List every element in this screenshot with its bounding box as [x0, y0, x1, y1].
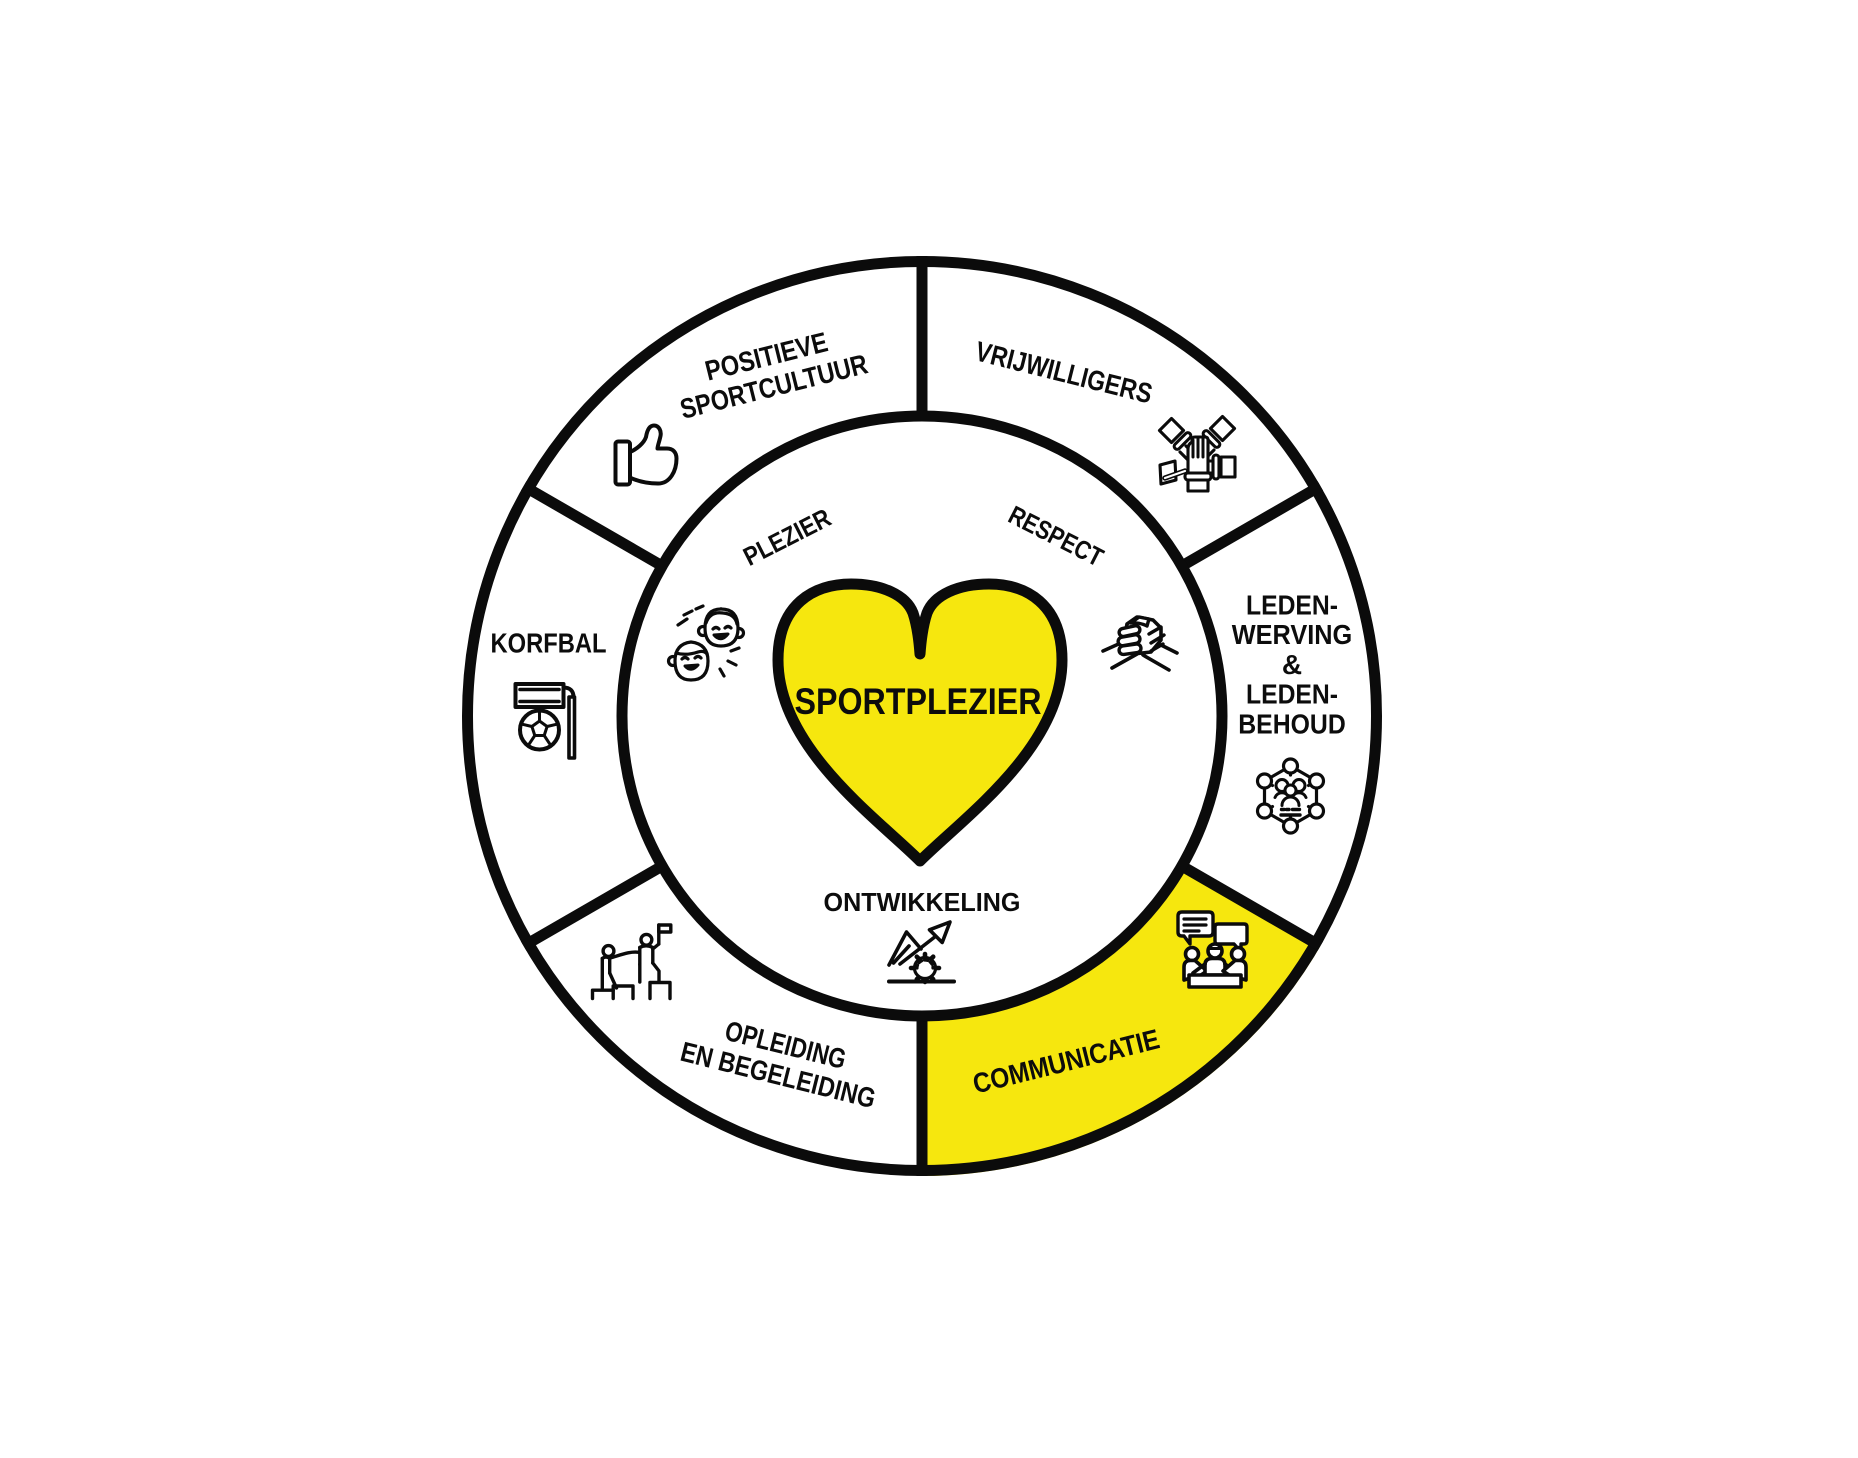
svg-text:ONTWIKKELING: ONTWIKKELING [824, 887, 1021, 917]
svg-text:SPORTPLEZIER: SPORTPLEZIER [795, 681, 1042, 722]
svg-text:WERVING: WERVING [1232, 619, 1353, 650]
svg-text:&: & [1282, 649, 1302, 680]
svg-text:LEDEN-: LEDEN- [1246, 590, 1338, 621]
svg-text:KORFBAL: KORFBAL [491, 628, 607, 659]
svg-text:LEDEN-: LEDEN- [1246, 679, 1338, 710]
svg-text:BEHOUD: BEHOUD [1238, 708, 1346, 739]
